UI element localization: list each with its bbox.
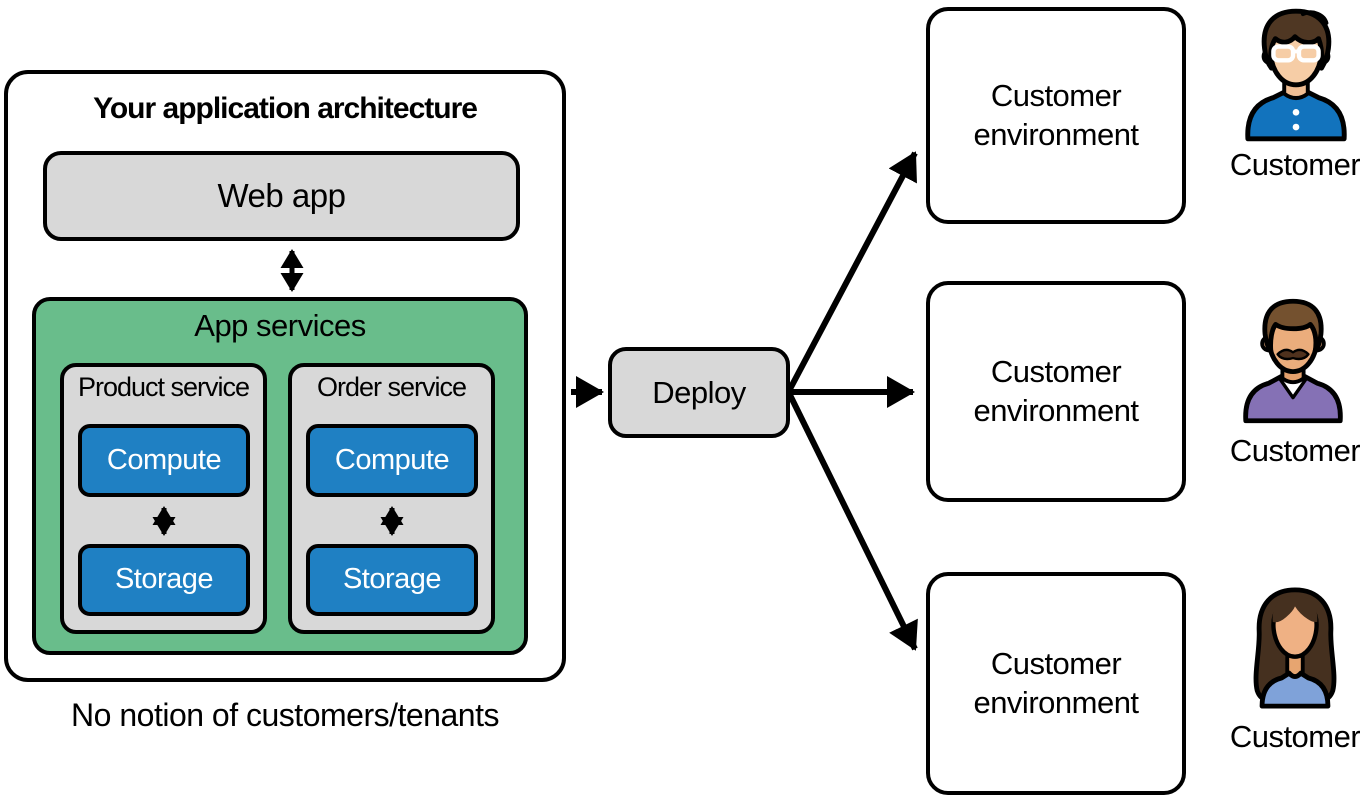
deploy-box: Deploy bbox=[608, 347, 790, 438]
order-storage-label: Storage bbox=[342, 563, 442, 596]
web-app-label: Web app bbox=[217, 177, 346, 215]
order-service-label: Order service bbox=[316, 372, 467, 402]
deploy-label: Deploy bbox=[652, 374, 746, 410]
man-with-mustache-icon bbox=[1240, 296, 1346, 426]
man-with-glasses-icon bbox=[1242, 7, 1350, 143]
product-storage-box: Storage bbox=[78, 544, 250, 616]
customer-environment-box-3: Customer environment bbox=[926, 572, 1186, 795]
woman-icon bbox=[1244, 586, 1346, 710]
customer-environment-box-2: Customer environment bbox=[926, 281, 1186, 502]
customer-label-2: Customer bbox=[1229, 433, 1360, 468]
product-storage-label: Storage bbox=[114, 563, 214, 596]
product-service-label: Product service bbox=[77, 372, 250, 402]
customer-environment-label-3: Customer environment bbox=[973, 645, 1139, 720]
web-app-box: Web app bbox=[43, 151, 520, 241]
order-storage-box: Storage bbox=[306, 544, 478, 616]
customer-environment-label-1: Customer environment bbox=[973, 77, 1139, 152]
customer-environment-label-2: Customer environment bbox=[973, 353, 1139, 428]
product-compute-box: Compute bbox=[78, 424, 250, 497]
panel-title: Your application architecture bbox=[93, 92, 478, 125]
order-compute-box: Compute bbox=[306, 424, 478, 497]
customer-environment-box-1: Customer environment bbox=[926, 7, 1186, 224]
customer-label-3: Customer bbox=[1229, 719, 1360, 754]
arrow-deploy-environment-1 bbox=[787, 151, 918, 391]
arrow-deploy-environment-3 bbox=[787, 393, 918, 651]
product-compute-label: Compute bbox=[106, 443, 222, 476]
app-services-label: App services bbox=[194, 308, 366, 343]
order-compute-label: Compute bbox=[334, 443, 450, 476]
customer-label-1: Customer bbox=[1229, 147, 1360, 182]
caption-no-tenants: No notion of customers/tenants bbox=[71, 697, 499, 733]
